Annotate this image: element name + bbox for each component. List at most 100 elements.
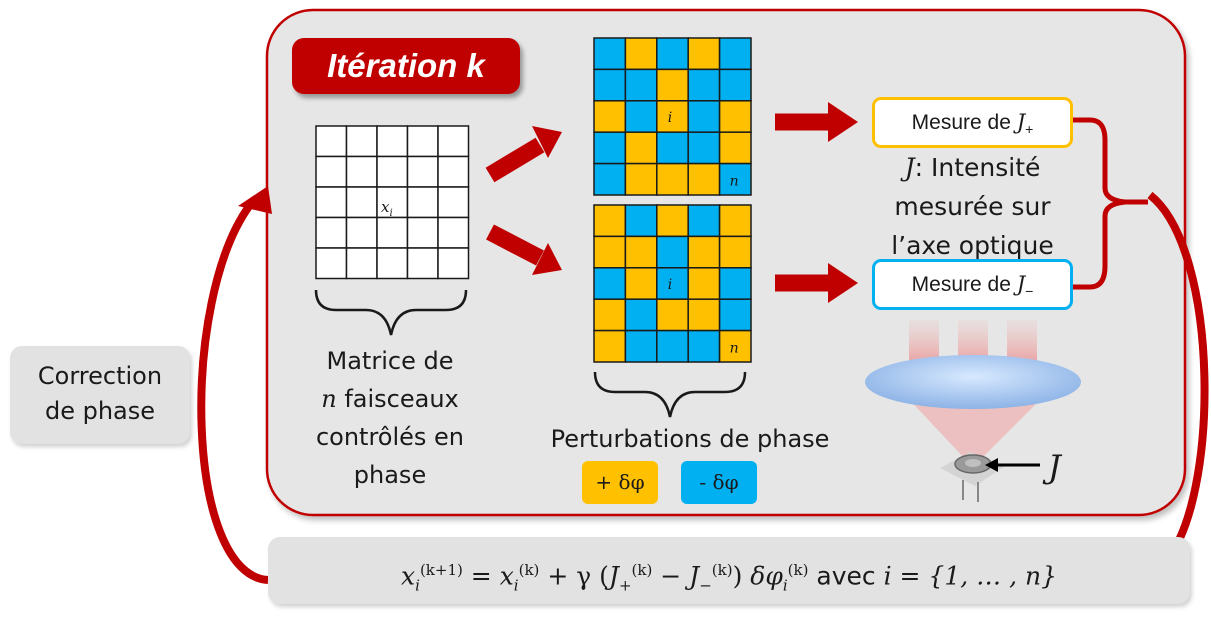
grid-cell bbox=[593, 329, 627, 363]
matrix-cell bbox=[437, 155, 470, 188]
grid-cell bbox=[656, 267, 689, 300]
phase-correction-box: Correction de phase bbox=[10, 346, 190, 444]
grid-cell bbox=[718, 298, 752, 332]
matrix-cell bbox=[345, 155, 378, 188]
grid-cell bbox=[718, 267, 752, 300]
grid-cell bbox=[687, 131, 721, 165]
matrix-cell bbox=[376, 247, 409, 280]
grid-cell bbox=[593, 267, 627, 300]
matrix-cell bbox=[345, 125, 378, 158]
arrow-to-measure-minus bbox=[775, 263, 858, 303]
matrix-cell bbox=[345, 216, 378, 249]
grid-cell bbox=[687, 68, 721, 102]
matrix-cell bbox=[345, 247, 378, 280]
perturbation-grid-plus: in bbox=[593, 37, 752, 196]
perturbation-caption: Perturbations de phase bbox=[550, 425, 830, 453]
matrix-cell bbox=[315, 186, 348, 219]
update-formula: xi(k+1) = xi(k) + γ (J+(k) − J−(k)) δφi(… bbox=[268, 537, 1190, 604]
intensity-description: J: Intensité mesurée sur l’axe optique bbox=[891, 153, 1054, 260]
grid-cell bbox=[624, 329, 658, 363]
grid-cell bbox=[593, 100, 627, 133]
matrix-cell bbox=[406, 186, 439, 219]
loop-arrow-right bbox=[1147, 191, 1209, 565]
grid-cell bbox=[718, 37, 752, 71]
grid-cell bbox=[718, 162, 752, 196]
grid-cell bbox=[656, 162, 689, 196]
iteration-title: Itération k bbox=[292, 38, 520, 94]
grid-cell bbox=[687, 329, 721, 363]
grid-cell bbox=[718, 100, 752, 133]
detector-label: J bbox=[1048, 448, 1061, 486]
matrix-brace bbox=[314, 289, 468, 336]
matrix-caption: Matrice de n faisceaux contrôlés en phas… bbox=[315, 347, 465, 489]
grid-cell bbox=[656, 37, 689, 71]
loop-arrow-left-head bbox=[238, 186, 272, 214]
matrix-cell bbox=[376, 155, 409, 188]
grid-label-i: i bbox=[668, 277, 672, 293]
optics-illustration bbox=[865, 320, 1081, 502]
matrix-cell-label: xi bbox=[381, 198, 393, 219]
grid-cell bbox=[718, 131, 752, 165]
grid-cell bbox=[718, 329, 752, 363]
grid-cell bbox=[593, 235, 627, 269]
grid-cell bbox=[687, 204, 721, 238]
grid-cell bbox=[687, 162, 721, 196]
matrix-cell bbox=[376, 125, 409, 158]
grid-label-n: n bbox=[730, 341, 739, 357]
grid-cell bbox=[718, 204, 752, 238]
loop-arrow-left bbox=[197, 202, 269, 584]
lens-icon bbox=[865, 355, 1081, 409]
grid-cell bbox=[593, 37, 627, 71]
grid-label-n: n bbox=[730, 174, 739, 190]
matrix-cell bbox=[437, 186, 470, 219]
grid-cell bbox=[656, 298, 689, 332]
measure-plus-box: Mesure de J+ bbox=[872, 97, 1073, 148]
plus-dphi-badge: + δφ bbox=[582, 461, 658, 504]
grid-cell bbox=[624, 162, 658, 196]
grid-cell bbox=[718, 68, 752, 102]
grid-cell bbox=[687, 298, 721, 332]
grid-cell bbox=[718, 235, 752, 269]
grid-cell bbox=[687, 267, 721, 300]
grid-cell bbox=[593, 162, 627, 196]
grid-cell bbox=[687, 100, 721, 133]
measure-bracket bbox=[1072, 117, 1148, 290]
grid-cell bbox=[624, 204, 658, 238]
grid-cell bbox=[656, 329, 689, 363]
grid-cell bbox=[624, 100, 658, 133]
matrix-cell bbox=[437, 125, 470, 158]
grid-cell bbox=[687, 37, 721, 71]
matrix-cell bbox=[406, 125, 439, 158]
matrix-cell bbox=[406, 216, 439, 249]
matrix-cell bbox=[406, 155, 439, 188]
grid-cell bbox=[624, 267, 658, 300]
matrix-cell bbox=[315, 247, 348, 280]
grid-cell bbox=[624, 235, 658, 269]
matrix-cell bbox=[376, 216, 409, 249]
matrix-cell bbox=[437, 216, 470, 249]
matrix-cell bbox=[315, 125, 348, 158]
grid-cell bbox=[593, 298, 627, 332]
control-matrix bbox=[315, 125, 470, 280]
grid-cell bbox=[656, 131, 689, 165]
grid-cell bbox=[593, 204, 627, 238]
matrix-cell bbox=[437, 247, 470, 280]
arrow-to-grid-minus bbox=[486, 224, 562, 275]
grid-label-i: i bbox=[668, 110, 672, 126]
grid-cell bbox=[624, 131, 658, 165]
grid-cell bbox=[624, 298, 658, 332]
grid-cell bbox=[624, 37, 658, 71]
measure-minus-box: Mesure de J− bbox=[872, 259, 1073, 310]
perturbation-grid-minus: in bbox=[593, 204, 752, 363]
matrix-cell bbox=[315, 216, 348, 249]
arrow-to-grid-plus bbox=[485, 126, 562, 183]
grid-cell bbox=[656, 100, 689, 133]
matrix-cell bbox=[315, 155, 348, 188]
perturbation-brace bbox=[593, 371, 747, 418]
arrow-to-measure-plus bbox=[775, 102, 858, 142]
grid-cell bbox=[593, 131, 627, 165]
grid-cell bbox=[656, 204, 689, 238]
matrix-cell bbox=[406, 247, 439, 280]
grid-cell bbox=[624, 68, 658, 102]
grid-cell bbox=[687, 235, 721, 269]
